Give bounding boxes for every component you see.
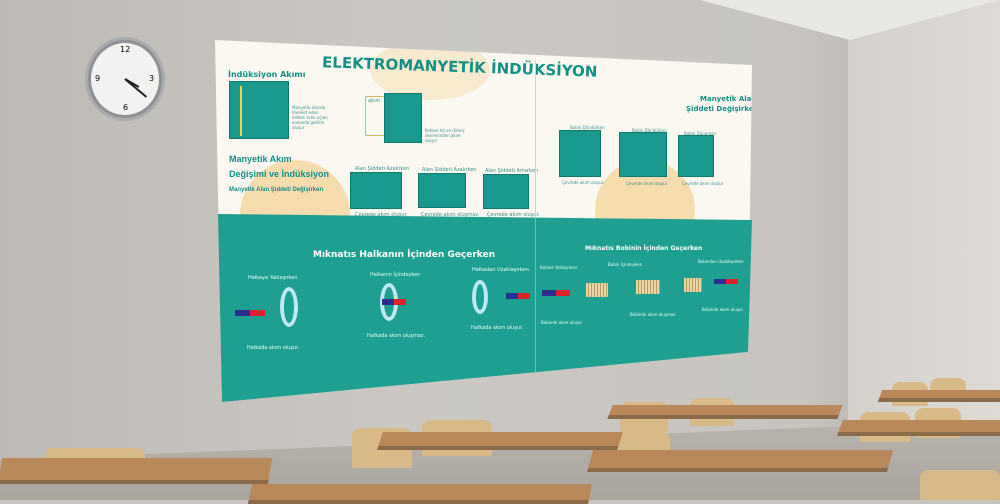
desk [607,405,843,419]
panel-title: Alan Şiddeti Artarken [485,168,539,174]
section-heading: Değişimi ve İndüksiyon [229,169,330,179]
chair [920,470,1000,500]
caption: Halkada akım oluşur. [471,325,524,331]
diagram-panel [384,93,422,143]
panel-title: Bobin Döndürken [632,128,667,133]
diagram-panel [229,81,289,139]
caption: Halkada akım oluşmaz. [367,333,426,339]
body-label: akım [368,98,381,104]
step-label: Halkanın İçindeyken [370,272,421,278]
diagram-panel [678,135,714,177]
diagram-panel [559,130,601,177]
panel-caption: Çevrede akım oluşur. [487,212,540,218]
desk [837,420,1000,436]
panel-caption: Çevrede akım oluşur. [562,180,605,185]
section-heading: İndüksiyon Akımı [228,70,306,79]
step-label: Halkaya Yaklaşırken [248,275,298,281]
clock-numeral: 3 [149,74,155,83]
caption: Halkada akım oluşur. [247,345,300,351]
section-heading: Manyetik Akım [229,154,292,164]
diagram-panel [483,174,529,209]
panel-caption: Çevrede akım oluşur. [626,181,669,186]
diagram-panel [619,132,667,177]
diagram-panel [418,173,466,208]
magnet-icon [714,279,738,284]
panel-title: Alan Şiddeti Azalırken [422,167,477,173]
body-text: İletken tel ve direnç devresinden akım o… [425,128,465,143]
caption: Bobinde akım oluşur. [702,307,744,312]
section-heading: Mıknatıs Halkanın İçinden Geçerken [313,250,496,260]
caption: Bobinde akım oluşur. [541,320,583,325]
panel-caption: Çevrede akım oluşmaz. [421,212,480,218]
desk [587,450,893,472]
magnet-icon [382,299,406,305]
step-label: Bobinden Uzaklaşırken [698,259,744,264]
poster-seam [535,215,536,385]
section-subheading: Manyetik Alan Şiddeti Değişirken [229,187,324,193]
coil-icon [684,278,702,292]
diagram-panel [350,172,402,209]
ring-icon [472,280,488,314]
circuit-wire [365,96,385,136]
coil-icon [636,280,660,294]
desk [877,390,1000,402]
step-label: Bobin İçindeyken [608,262,643,267]
desk [0,458,273,484]
section-heading: Manyetik Alan [700,95,757,103]
magnet-icon [235,310,265,316]
clock-face-icon: 12 3 6 9 [91,43,159,115]
ring-icon [280,287,298,327]
panel-title: Bobin Dönerken [684,131,716,136]
magnet-icon [506,293,530,299]
desk [377,432,623,450]
panel-caption: Çevrede akım oluşur. [682,181,725,186]
clock-numeral: 6 [123,103,129,112]
clock-numeral: 12 [120,45,131,54]
body-text: Manyetik alanda hareket eden iletken tel… [292,105,328,130]
desk [247,484,593,504]
section-heading: Mıknatıs Bobinin İçinden Geçerken [585,245,703,252]
magnet-icon [542,290,570,296]
panel-title: Bobin Döndürken [570,125,605,130]
panel-caption: Çevrede akım oluşur. [355,212,408,218]
clock-minute-hand [124,78,148,98]
panel-title: Alan Şiddeti Azalırken [355,166,410,172]
clock-numeral: 9 [95,74,101,83]
step-label: Bobine Yaklaşırken [540,265,578,270]
coil-icon [586,283,608,297]
section-heading: Şiddeti Değişirken [686,105,759,113]
caption: Bobinde akım oluşmaz. [630,312,677,317]
step-label: Halkadan Uzaklaşırken [472,267,529,273]
